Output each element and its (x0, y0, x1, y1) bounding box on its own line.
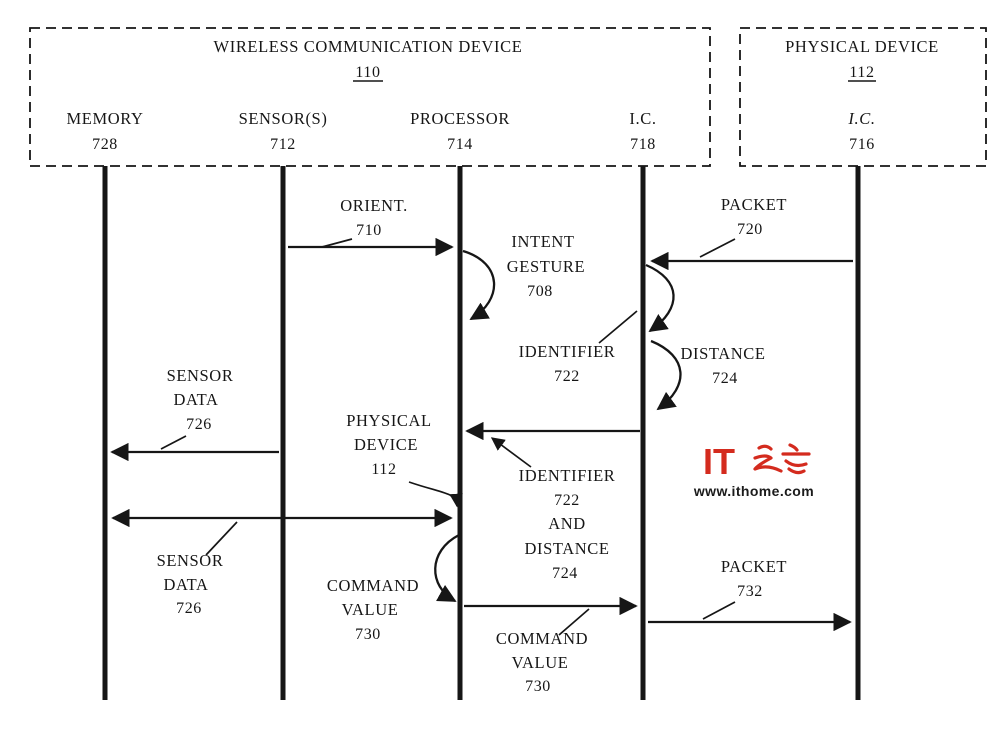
sensor-data-exchange-line1: SENSOR (157, 551, 224, 570)
identifier-ref: 722 (554, 368, 580, 385)
intent-gesture-line2: GESTURE (507, 257, 585, 276)
id-and-dist-line4: DISTANCE (524, 539, 609, 558)
ic718-label: I.C. (629, 109, 656, 128)
physical-device-note-ref: 112 (371, 461, 396, 478)
physical-device-note-line1: PHYSICAL (346, 411, 431, 430)
ithome-cn-glyph (753, 443, 811, 475)
sensor-data-exchange-ref: 726 (176, 600, 202, 617)
physical-device-note-line2: DEVICE (354, 435, 418, 454)
packet732-label: PACKET (721, 557, 787, 576)
ithome-url: www.ithome.com (693, 483, 814, 499)
memory-label: MEMORY (67, 109, 144, 128)
processor-ref: 714 (447, 136, 473, 153)
packet720-ref: 720 (737, 221, 763, 238)
orient-leader (321, 238, 353, 248)
physical-device-note-pointer (408, 481, 463, 508)
packet720-label: PACKET (721, 195, 787, 214)
identifier-selfloop (645, 263, 675, 333)
id-and-dist-pointer (490, 437, 532, 468)
physical-device-title: PHYSICAL DEVICE (785, 37, 939, 56)
command-value-send-line2: VALUE (512, 653, 569, 672)
sensor-data-exchange-leader (205, 521, 238, 556)
orient-ref: 710 (356, 222, 382, 239)
command-value-compute-ref: 730 (355, 626, 381, 643)
sensors-label: SENSOR(S) (239, 109, 328, 128)
command-value-send-leader (558, 608, 590, 636)
identifier-leader (598, 310, 638, 344)
id-and-dist-line5: 724 (552, 565, 578, 582)
packet720-leader (699, 238, 736, 258)
intent-gesture-line1: INTENT (511, 232, 574, 251)
command-value-selfloop (434, 533, 460, 603)
ithome-logo-it: IT (703, 441, 735, 482)
processor-label: PROCESSOR (410, 109, 510, 128)
packet732-ref: 732 (737, 583, 763, 600)
ithome-watermark: IT www.ithome.com (693, 441, 814, 499)
wireless-device-title: WIRELESS COMMUNICATION DEVICE (214, 37, 523, 56)
orient-label: ORIENT. (340, 196, 408, 215)
command-value-send-line1: COMMAND (496, 629, 588, 648)
distance-selfloop (650, 339, 682, 411)
sensors-ref: 712 (270, 136, 296, 153)
packet732-leader (702, 601, 736, 620)
id-and-dist-line2: 722 (554, 492, 580, 509)
sensor-data-write-line2: DATA (173, 390, 218, 409)
command-value-send-ref: 730 (525, 678, 551, 695)
physical-device-ref: 112 (849, 64, 874, 81)
memory-ref: 728 (92, 136, 118, 153)
command-value-compute-line2: VALUE (342, 600, 399, 619)
intent-gesture-selfloop (462, 249, 496, 320)
identifier-label: IDENTIFIER (519, 342, 616, 361)
sensor-data-exchange-line2: DATA (163, 575, 208, 594)
command-value-compute-line1: COMMAND (327, 576, 419, 595)
id-and-dist-line1: IDENTIFIER (519, 466, 616, 485)
id-and-dist-line3: AND (548, 514, 586, 533)
intent-gesture-ref: 708 (527, 283, 553, 300)
wireless-device-ref: 110 (355, 64, 380, 81)
ic718-ref: 718 (630, 136, 656, 153)
distance-label: DISTANCE (680, 344, 765, 363)
wireless-device-box (29, 27, 711, 167)
ic716-ref: 716 (849, 136, 875, 153)
sensor-data-write-leader (160, 435, 187, 450)
ic716-label: I.C. (847, 109, 875, 128)
distance-ref: 724 (712, 370, 738, 387)
sensor-data-write-ref: 726 (186, 416, 212, 433)
sensor-data-write-line1: SENSOR (167, 366, 234, 385)
